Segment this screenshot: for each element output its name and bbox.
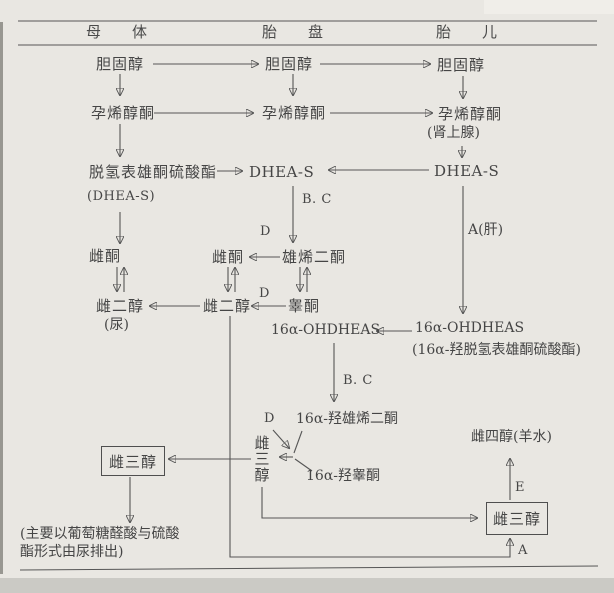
- box-fetus-estriol: 雌三醇: [486, 502, 548, 535]
- node-fetus-adrenal: (肾上腺): [427, 125, 480, 141]
- node-fetus-ohdheas-cn: (16α-羟脱氢表雄酮硫酸酯): [412, 342, 581, 358]
- node-placenta-estriol: 雌三醇: [254, 434, 270, 484]
- note-excretion-line2: 酯形式由尿排出): [20, 544, 124, 560]
- line-oh-testosterone-branch: [294, 458, 313, 472]
- label-enzyme-d-1: D: [260, 224, 271, 239]
- node-mother-estriol: 雌三醇: [108, 452, 157, 471]
- node-mother-urine: (尿): [104, 317, 129, 333]
- label-enzyme-a: A: [518, 543, 528, 558]
- node-mother-estrone: 雌酮: [89, 247, 122, 265]
- node-fetus-pregnenolone: 孕烯醇酮: [438, 105, 503, 123]
- arrow-estradiol-placenta-to-fetus-estriol: [229, 316, 510, 558]
- node-placenta-cholesterol: 胆固醇: [265, 55, 314, 73]
- arrow-enzyme-d-diagonal: [272, 429, 289, 448]
- node-placenta-ohdheas: 16α-OHDHEAS: [271, 322, 381, 338]
- node-mother-dheas-en: (DHEA-S): [87, 189, 156, 204]
- node-placenta-estradiol: 雌二醇: [203, 297, 252, 315]
- node-placenta-dheas: DHEA-S: [249, 163, 315, 181]
- node-fetus-estetrol: 雌四醇(羊水): [471, 429, 552, 445]
- node-placenta-testosterone: 睾酮: [288, 297, 321, 315]
- label-enzyme-bc-2: B. C: [343, 373, 373, 388]
- node-placenta-estrone: 雌酮: [212, 248, 245, 266]
- label-enzyme-a-liver: A(肝): [468, 222, 504, 238]
- node-fetus-estriol: 雌三醇: [492, 510, 541, 528]
- node-oh-androstenedione: 16α-羟雄烯二酮: [296, 411, 398, 427]
- node-fetus-dheas: DHEA-S: [434, 162, 500, 180]
- label-enzyme-d-2: D: [259, 286, 270, 301]
- node-placenta-androstenedione: 雄烯二酮: [282, 248, 347, 266]
- node-mother-estradiol: 雌二醇: [96, 297, 145, 315]
- line-oh-androstenedione-branch: [293, 430, 303, 454]
- page-left-edge: [0, 22, 3, 574]
- header-fetus: 胎 儿: [436, 23, 506, 41]
- node-fetus-cholesterol: 胆固醇: [437, 56, 486, 74]
- arrow-estriol-placenta-to-fetus-box: [261, 487, 477, 518]
- label-enzyme-bc-1: B. C: [302, 192, 332, 207]
- header-mother: 母 体: [86, 23, 156, 41]
- box-mother-estriol: 雌三醇: [101, 446, 165, 476]
- node-mother-dheas-cn: 脱氢表雄酮硫酸酯: [89, 163, 218, 181]
- node-mother-pregnenolone: 孕烯醇酮: [91, 104, 156, 122]
- label-enzyme-d-3: D: [264, 411, 275, 426]
- note-excretion-line1: (主要以葡萄糖醛酸与硫酸: [20, 526, 180, 542]
- node-oh-testosterone: 16α-羟睾酮: [306, 468, 380, 484]
- page-corner-highlight: [484, 0, 614, 14]
- node-mother-cholesterol: 胆固醇: [96, 55, 145, 73]
- page-bottom-shadow: [0, 578, 614, 593]
- label-enzyme-e: E: [515, 480, 525, 495]
- header-placenta: 胎 盘: [262, 23, 332, 41]
- node-fetus-ohdheas: 16α-OHDHEAS: [415, 320, 525, 336]
- node-placenta-pregnenolone: 孕烯醇酮: [262, 104, 327, 122]
- footer-rule: [19, 565, 599, 571]
